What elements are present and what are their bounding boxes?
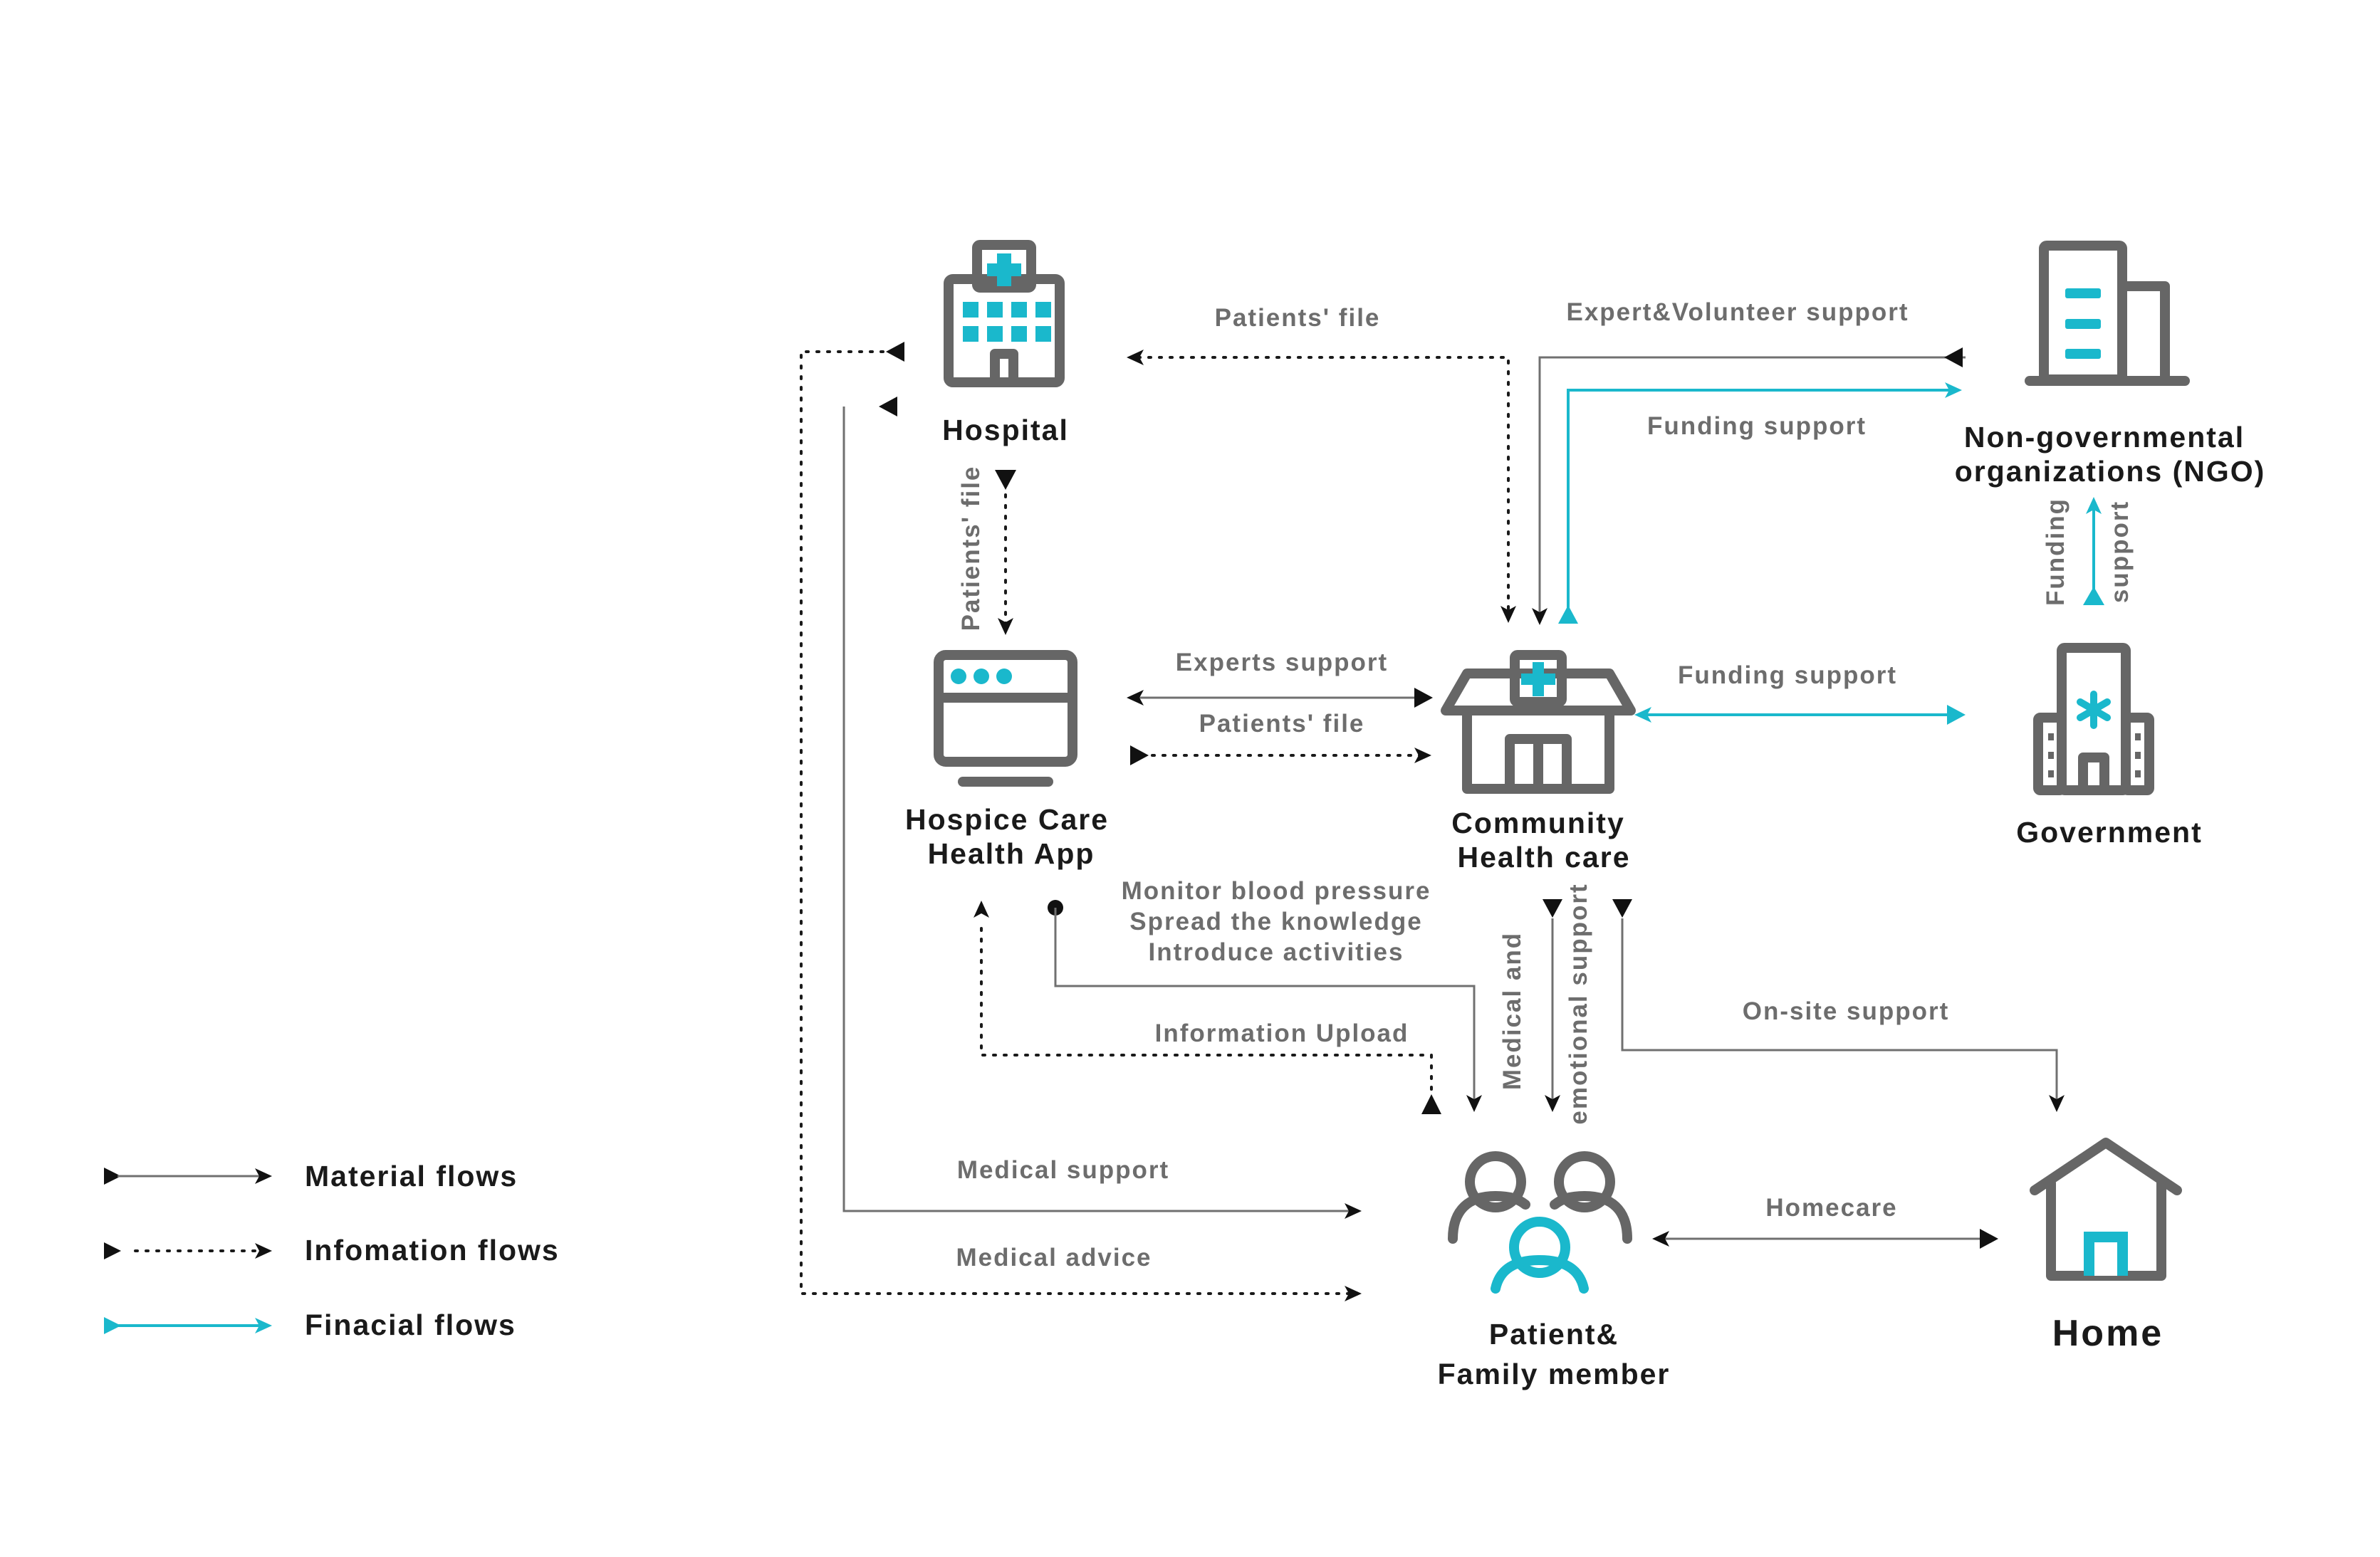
patient-label-line1: Patient&: [1489, 1318, 1619, 1351]
label-funding-gov-ngo-1: Funding: [2042, 498, 2070, 606]
hospital-label: Hospital: [942, 414, 1069, 446]
legend-item-financial: Finacial flows: [104, 1309, 516, 1341]
medical-emotional-arrowhead: [1545, 1095, 1560, 1112]
label-homecare: Homecare: [1765, 1194, 1897, 1222]
community-label-line1: Community: [1451, 807, 1625, 839]
label-patients-file-top: Patients' file: [1215, 304, 1381, 332]
family-people-icon: [1448, 1151, 1632, 1294]
ngo-label-line2: organizations (NGO): [1955, 455, 2266, 488]
legend-material-label: Material flows: [305, 1160, 518, 1192]
legend-information-arrowhead: [255, 1243, 272, 1259]
funding-gov-start-arrowhead: [1947, 705, 1966, 725]
label-patients-file-mid: Patients' file: [1199, 710, 1365, 738]
label-funding-gov-ngo-2: support: [2106, 500, 2134, 603]
legend-item-information: Infomation flows: [104, 1234, 560, 1267]
node-ngo: Non-governmental organizations (NGO): [1955, 241, 2266, 488]
info-upload-arrowhead: [974, 901, 989, 918]
onsite-start-arrowhead: [1612, 899, 1632, 918]
node-home: Home: [2030, 1138, 2182, 1354]
funding-ngo-start-arrowhead: [1558, 605, 1578, 624]
patients-file-top-arrowhead: [1127, 350, 1144, 365]
patients-file-top-down-arrowhead: [1500, 606, 1516, 623]
label-funding-ngo: Funding support: [1647, 412, 1867, 440]
monitor-line: [1054, 908, 1476, 1103]
node-patient-family: Patient& Family member: [1438, 1151, 1671, 1390]
label-info-upload: Information Upload: [1155, 1019, 1409, 1047]
medical-emotional-start-arrowhead: [1543, 899, 1562, 918]
funding-gov-ngo-start-arrowhead: [2083, 587, 2104, 605]
legend-material-arrow-tail: [104, 1168, 121, 1185]
label-expert-volunteer: Expert&Volunteer support: [1566, 298, 1909, 326]
patients-file-vertical-start-arrowhead: [995, 470, 1016, 490]
patients-file-mid-start-arrowhead: [1130, 745, 1149, 765]
node-government: Government: [2016, 643, 2203, 849]
clinic-icon: [1441, 650, 1636, 794]
label-monitor-3: Introduce activities: [1149, 938, 1404, 966]
office-building-icon: [2025, 241, 2190, 386]
label-monitor-1: Monitor blood pressure: [1122, 877, 1431, 905]
patients-file-mid-arrowhead: [1414, 748, 1431, 763]
medical-advice-arrowhead: [1345, 1286, 1362, 1301]
legend-item-material: Material flows: [104, 1160, 518, 1192]
label-medical-emotional-1: Medical and: [1498, 932, 1526, 1090]
label-onsite: On-site support: [1743, 997, 1950, 1025]
legend: Material flows Infomation flows Finacial…: [104, 1160, 560, 1341]
medical-support-start-arrowhead: [879, 397, 897, 416]
legend-information-arrow-tail: [104, 1242, 121, 1259]
medical-advice-line: [800, 350, 1358, 1295]
node-hospital: Hospital: [942, 240, 1069, 446]
expert-volunteer-arrowhead: [1532, 608, 1547, 625]
funding-gov-arrowhead: [1634, 707, 1651, 723]
medical-support-line: [842, 407, 1357, 1212]
patient-label-line2: Family member: [1438, 1358, 1671, 1390]
legend-information-label: Infomation flows: [305, 1234, 560, 1267]
funding-ngo-line: [1567, 389, 1955, 611]
house-icon: [2030, 1138, 2182, 1281]
medical-support-arrowhead: [1345, 1203, 1362, 1219]
homecare-arrowhead: [1652, 1231, 1669, 1247]
app-window-icon: [934, 650, 1077, 787]
hospital-icon: [944, 240, 1065, 387]
node-health-app: Hospice Care Health App: [905, 650, 1109, 870]
government-label: Government: [2016, 816, 2203, 849]
label-monitor-2: Spread the knowledge: [1129, 908, 1422, 935]
edge-labels: Patients' file Expert&Volunteer support …: [956, 298, 2134, 1272]
funding-ngo-arrowhead: [1945, 382, 1962, 398]
legend-financial-label: Finacial flows: [305, 1309, 516, 1341]
home-label: Home: [2052, 1313, 2164, 1354]
onsite-line: [1621, 918, 2058, 1103]
label-medical-emotional-2: emotional support: [1565, 883, 1592, 1124]
monitor-arrowhead: [1466, 1095, 1482, 1112]
legend-material-arrowhead: [255, 1168, 272, 1184]
label-funding-gov: Funding support: [1678, 661, 1897, 689]
label-medical-support: Medical support: [957, 1156, 1169, 1184]
homecare-start-arrowhead: [1980, 1229, 1998, 1249]
app-label-line1: Hospice Care: [905, 803, 1109, 836]
info-upload-line: [980, 921, 1433, 1091]
ngo-label-line1: Non-governmental: [1964, 421, 2245, 454]
patients-file-top-line: [1137, 356, 1510, 617]
label-patients-file-vertical: Patients' file: [957, 466, 985, 631]
medical-advice-start-arrowhead: [886, 342, 904, 362]
experts-support-arrowhead: [1127, 690, 1144, 706]
legend-financial-arrowhead: [255, 1318, 272, 1333]
community-label-line2: Health care: [1457, 841, 1630, 874]
node-community-health: Community Health care: [1441, 650, 1636, 874]
funding-gov-ngo-arrowhead: [2086, 497, 2102, 514]
info-upload-start-arrowhead: [1421, 1094, 1441, 1114]
label-experts-support: Experts support: [1176, 649, 1388, 676]
onsite-arrowhead: [2049, 1095, 2065, 1112]
legend-financial-arrow-tail: [104, 1317, 121, 1334]
app-label-line2: Health App: [928, 837, 1095, 870]
expert-volunteer-line: [1538, 356, 1966, 618]
label-medical-advice: Medical advice: [956, 1244, 1152, 1272]
expert-volunteer-start-arrowhead: [1944, 347, 1963, 367]
experts-support-start-arrowhead: [1414, 688, 1433, 708]
government-building-icon: [2033, 643, 2154, 795]
connectors: [800, 342, 2104, 1301]
patients-file-vertical-arrowhead: [998, 618, 1013, 635]
